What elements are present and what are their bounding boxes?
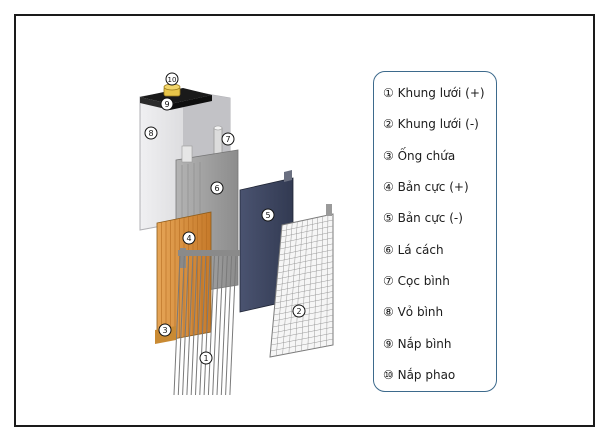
legend-item-3: ③ Ống chứa bbox=[383, 149, 455, 163]
legend-number: ② bbox=[383, 117, 394, 131]
legend-item-1: ① Khung lưới (+) bbox=[383, 86, 485, 100]
legend-number: ⑨ bbox=[383, 337, 394, 351]
legend-label: Khung lưới (+) bbox=[397, 86, 485, 100]
marker-6: 6 bbox=[210, 181, 224, 195]
marker-4: 4 bbox=[182, 231, 196, 245]
legend-item-6: ⑥ Lá cách bbox=[383, 243, 444, 257]
legend-label: Khung lưới (-) bbox=[397, 117, 479, 131]
legend-label: Nắp bình bbox=[397, 337, 452, 351]
legend-item-8: ⑧ Vỏ bình bbox=[383, 305, 443, 319]
terminal-post bbox=[213, 125, 223, 155]
legend-number: ③ bbox=[383, 149, 394, 163]
marker-10: 10 bbox=[165, 72, 179, 86]
legend-number: ⑩ bbox=[383, 368, 394, 382]
marker-2: 2 bbox=[292, 304, 306, 318]
legend-item-4: ④ Bản cực (+) bbox=[383, 180, 469, 194]
svg-text:8: 8 bbox=[148, 129, 153, 138]
negative-grid-frame bbox=[269, 204, 334, 358]
legend-label: Cọc bình bbox=[397, 274, 450, 288]
legend-number: ① bbox=[383, 86, 394, 100]
legend-item-7: ⑦ Cọc bình bbox=[383, 274, 450, 288]
legend-number: ⑦ bbox=[383, 274, 394, 288]
diagram-frame bbox=[14, 14, 595, 427]
svg-text:6: 6 bbox=[214, 184, 219, 193]
legend-item-2: ② Khung lưới (-) bbox=[383, 117, 479, 131]
svg-text:10: 10 bbox=[168, 76, 177, 84]
legend-item-10: ⑩ Nắp phao bbox=[383, 368, 455, 382]
marker-1: 1 bbox=[199, 351, 213, 365]
svg-text:1: 1 bbox=[203, 354, 208, 363]
legend-number: ⑧ bbox=[383, 305, 394, 319]
vent-cap bbox=[163, 83, 181, 97]
positive-grid-frame bbox=[173, 248, 240, 396]
legend-number: ⑥ bbox=[383, 243, 394, 257]
marker-8: 8 bbox=[144, 126, 158, 140]
marker-5: 5 bbox=[261, 208, 275, 222]
legend-label: Lá cách bbox=[397, 243, 444, 257]
svg-text:3: 3 bbox=[162, 326, 167, 335]
svg-text:9: 9 bbox=[164, 100, 169, 109]
marker-7: 7 bbox=[221, 132, 235, 146]
legend-label: Nắp phao bbox=[397, 368, 456, 382]
legend-label: Vỏ bình bbox=[397, 305, 444, 319]
legend-label: Ống chứa bbox=[397, 149, 456, 163]
marker-3: 3 bbox=[158, 323, 172, 337]
legend-box: ① Khung lưới (+) ② Khung lưới (-) ③ Ống … bbox=[373, 71, 497, 392]
legend-number: ⑤ bbox=[383, 211, 394, 225]
svg-text:4: 4 bbox=[186, 234, 191, 243]
legend-label: Bản cực (+) bbox=[397, 180, 469, 194]
legend-item-9: ⑨ Nắp bình bbox=[383, 337, 452, 351]
svg-text:2: 2 bbox=[296, 307, 301, 316]
svg-text:5: 5 bbox=[265, 211, 270, 220]
svg-text:7: 7 bbox=[225, 135, 230, 144]
legend-item-5: ⑤ Bản cực (-) bbox=[383, 211, 463, 225]
marker-9: 9 bbox=[160, 97, 174, 111]
legend-number: ④ bbox=[383, 180, 394, 194]
legend-label: Bản cực (-) bbox=[397, 211, 463, 225]
